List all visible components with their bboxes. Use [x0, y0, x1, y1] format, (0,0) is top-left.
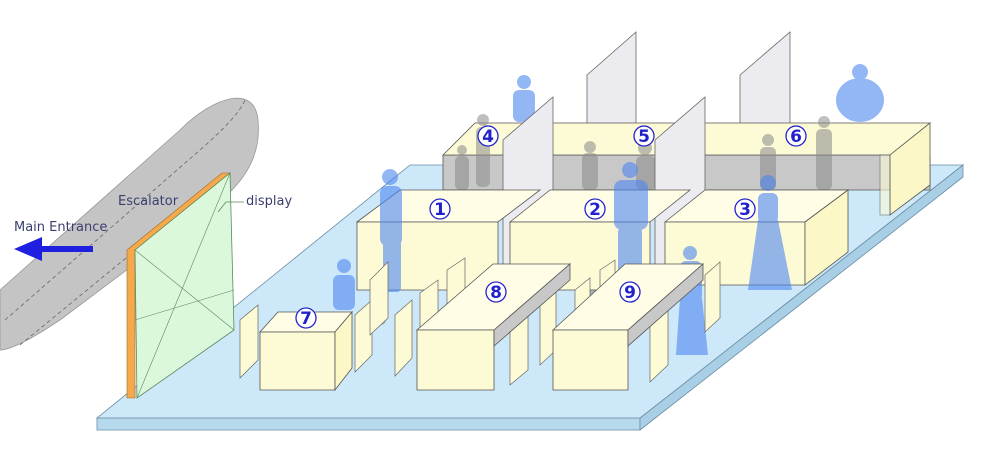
people-back: [513, 64, 884, 122]
display-label: display: [246, 194, 292, 209]
escalator-label: Escalator: [118, 194, 179, 209]
booth-number-9: 9: [619, 281, 641, 303]
booth-number-5: 5: [633, 125, 655, 147]
svg-text:4: 4: [482, 127, 494, 147]
booth-number-1: 1: [429, 198, 451, 220]
display-panel: [126, 172, 244, 399]
svg-text:3: 3: [739, 200, 751, 220]
svg-text:7: 7: [300, 309, 312, 329]
svg-text:1: 1: [434, 200, 446, 220]
svg-text:2: 2: [589, 200, 601, 220]
booth-number-3: 3: [734, 198, 756, 220]
booth-number-6: 6: [785, 125, 807, 147]
table-7: [259, 310, 353, 392]
booth-number-2: 2: [584, 198, 606, 220]
booth-number-4: 4: [477, 125, 499, 147]
svg-text:8: 8: [490, 283, 502, 303]
svg-text:5: 5: [638, 127, 650, 147]
svg-text:9: 9: [624, 283, 636, 303]
main-entrance-label: Main Entrance: [14, 220, 107, 235]
svg-text:6: 6: [790, 127, 802, 147]
booth-number-8: 8: [485, 281, 507, 303]
chairs: [239, 257, 721, 386]
booth-number-7: 7: [295, 307, 317, 329]
arrow-left-icon: [14, 237, 93, 261]
